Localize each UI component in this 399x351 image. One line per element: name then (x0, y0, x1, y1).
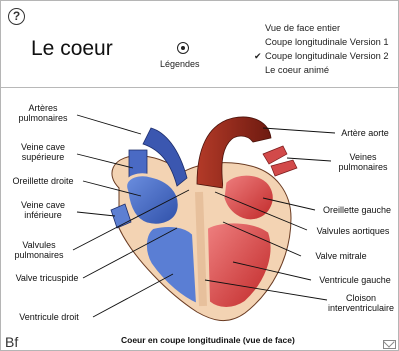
menu-item-label: Coupe longitudinale Version 2 (265, 51, 389, 61)
heart-diagram: Artères pulmonaires Veine cave supérieur… (1, 88, 398, 350)
check-icon: ✔ (254, 49, 262, 63)
menu-item-label: Le coeur animé (265, 65, 329, 75)
label-valve-mitrale: Valve mitrale (315, 251, 366, 261)
header: ? Le coeur Légendes Vue de face entier C… (1, 1, 398, 88)
pulmonary-veins (263, 146, 297, 176)
septum (199, 192, 203, 306)
label-cloison-2: interventriculaire (328, 303, 394, 313)
leader-line (77, 212, 115, 216)
menu-item-label: Coupe longitudinale Version 1 (265, 37, 389, 47)
label-oreillette-gauche: Oreillette gauche (323, 205, 391, 215)
label-cloison-1: Cloison (346, 293, 376, 303)
legend-toggle-label[interactable]: Légendes (160, 59, 200, 69)
label-veine-cave-inf-1: Veine cave (21, 200, 65, 210)
label-arteres-pulmonaires-1: Artères (28, 103, 58, 113)
label-valve-tricuspide: Valve tricuspide (16, 273, 79, 283)
label-artere-aorte: Artère aorte (341, 128, 389, 138)
menu-item-vue-face[interactable]: Vue de face entier (252, 21, 398, 35)
label-ventricule-gauche: Ventricule gauche (319, 275, 391, 285)
label-valvules-aortiques: Valvules aortiques (317, 226, 390, 236)
label-veine-cave-sup-1: Veine cave (21, 142, 65, 152)
legend-toggle-icon[interactable] (177, 42, 189, 54)
envelope-icon[interactable] (383, 340, 396, 349)
label-veines-pulmonaires-2: pulmonaires (338, 162, 388, 172)
heart-illustration: Artères pulmonaires Veine cave supérieur… (1, 88, 398, 350)
page-title: Le coeur (31, 37, 113, 61)
label-arteres-pulmonaires-2: pulmonaires (18, 113, 68, 123)
leader-line (263, 128, 335, 133)
label-veines-pulmonaires-1: Veines (349, 152, 377, 162)
logo: Bf (5, 334, 18, 350)
label-oreillette-droite: Oreillette droite (12, 176, 73, 186)
label-valvules-pulmonaires-2: pulmonaires (14, 250, 64, 260)
label-valvules-pulmonaires-1: Valvules (22, 240, 56, 250)
menu-item-label: Vue de face entier (265, 23, 340, 33)
menu-item-coupe-v2[interactable]: ✔Coupe longitudinale Version 2 (252, 49, 398, 63)
label-veine-cave-sup-2: supérieure (22, 152, 65, 162)
help-icon[interactable]: ? (8, 8, 25, 25)
leader-line (77, 115, 141, 134)
view-menu: Vue de face entier Coupe longitudinale V… (252, 21, 398, 77)
label-ventricule-droit: Ventricule droit (19, 312, 79, 322)
diagram-caption: Coeur en coupe longitudinale (vue de fac… (121, 335, 295, 345)
menu-item-coupe-v1[interactable]: Coupe longitudinale Version 1 (252, 35, 398, 49)
label-veine-cave-inf-2: inférieure (24, 210, 62, 220)
menu-item-coeur-anime[interactable]: Le coeur animé (252, 63, 398, 77)
leader-line (93, 274, 173, 317)
